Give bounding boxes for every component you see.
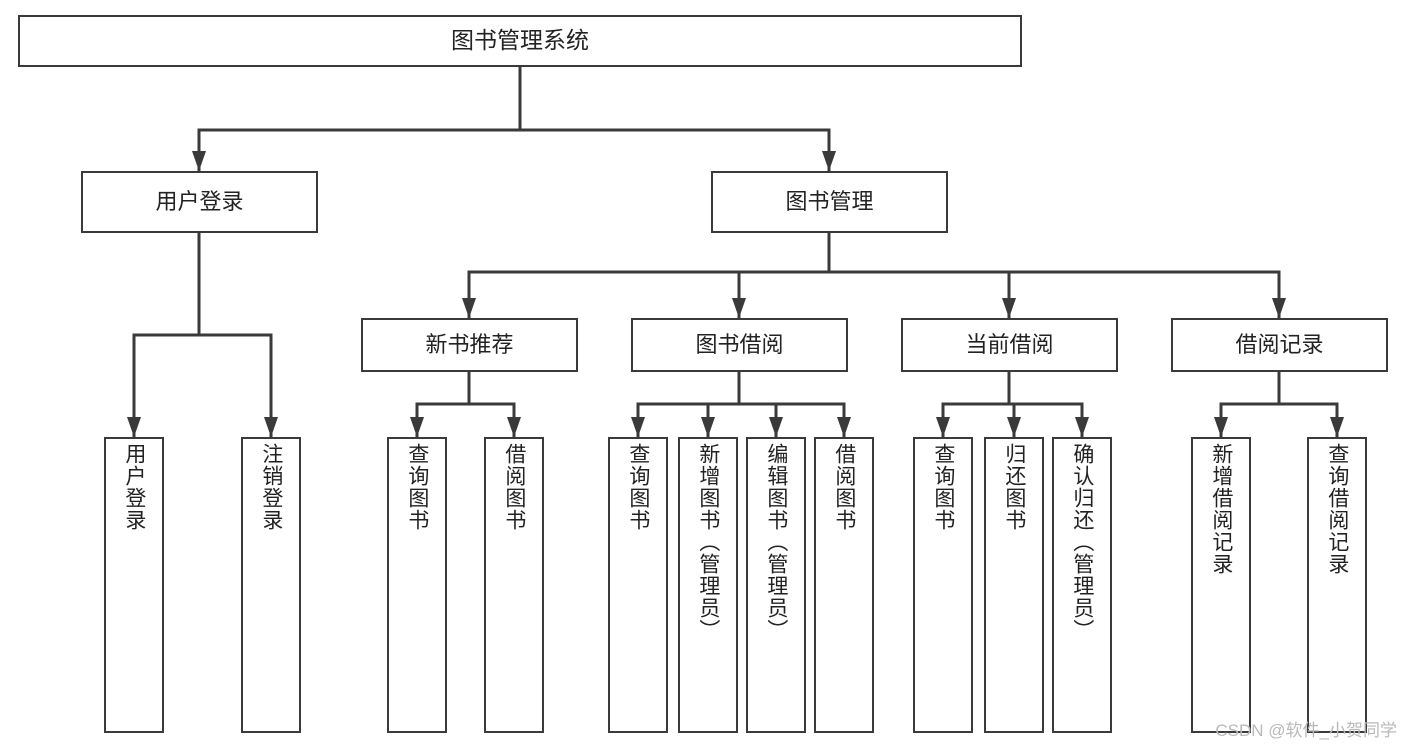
node-label: 新增借阅记录 (1209, 443, 1233, 575)
arrowhead-borrow-split-3 (837, 417, 851, 437)
node-leaf-bor-borrow[interactable]: 借阅图书 (814, 437, 874, 733)
node-leaf-new-query[interactable]: 查询图书 (387, 437, 447, 733)
arrowhead-bookmgmt-split-1 (732, 298, 746, 318)
node-label: 查询图书 (931, 443, 955, 531)
node-label: 新书推荐 (425, 331, 514, 357)
arrowhead-bookmgmt-split-0 (462, 298, 476, 318)
node-label: 用户登录 (122, 443, 146, 531)
node-leaf-bor-add[interactable]: 新增图书（管理员） (678, 437, 738, 733)
node-leaf-bor-edit[interactable]: 编辑图书（管理员） (746, 437, 806, 733)
node-leaf-rec-add[interactable]: 新增借阅记录 (1191, 437, 1251, 733)
arrowhead-records-split-0 (1214, 417, 1228, 437)
node-label: 注销登录 (259, 443, 283, 531)
arrowhead-bookmgmt-split-2 (1002, 298, 1016, 318)
node-newbook[interactable]: 新书推荐 (361, 318, 578, 372)
node-borrow[interactable]: 图书借阅 (631, 318, 848, 372)
arrowhead-current-split-1 (1007, 417, 1021, 437)
node-leaf-user-logout[interactable]: 注销登录 (241, 437, 301, 733)
node-leaf-cur-return[interactable]: 归还图书 (984, 437, 1044, 733)
node-label: 借阅图书 (502, 443, 526, 531)
arrowhead-borrow-split-2 (769, 417, 783, 437)
node-label: 借阅图书 (832, 443, 856, 531)
node-label: 图书管理 (785, 188, 874, 214)
arrowhead-borrow-split-1 (701, 417, 715, 437)
node-label: 图书管理系统 (451, 27, 589, 54)
arrowhead-root-split-1 (822, 151, 836, 171)
arrowhead-newbook-split-1 (507, 417, 521, 437)
node-leaf-cur-query[interactable]: 查询图书 (913, 437, 973, 733)
arrowhead-login-split-0 (127, 417, 141, 437)
node-leaf-bor-query[interactable]: 查询图书 (608, 437, 668, 733)
arrowhead-borrow-split-0 (631, 417, 645, 437)
csdn-watermark: CSDN @软件_小贺同学 (1215, 721, 1397, 740)
node-label: 新增图书（管理员） (696, 443, 720, 641)
node-label: 用户登录 (155, 188, 244, 214)
node-label: 查询图书 (405, 443, 429, 531)
node-label: 借阅记录 (1235, 331, 1324, 357)
node-login[interactable]: 用户登录 (81, 171, 318, 233)
arrowhead-root-split-0 (192, 151, 206, 171)
node-leaf-rec-query[interactable]: 查询借阅记录 (1307, 437, 1367, 733)
node-leaf-cur-confirm[interactable]: 确认归还（管理员） (1052, 437, 1112, 733)
node-current[interactable]: 当前借阅 (901, 318, 1118, 372)
node-bookmgmt[interactable]: 图书管理 (711, 171, 948, 233)
node-leaf-user-login[interactable]: 用户登录 (104, 437, 164, 733)
node-label: 图书借阅 (695, 331, 784, 357)
node-label: 确认归还（管理员） (1070, 443, 1094, 641)
node-label: 查询借阅记录 (1325, 443, 1349, 575)
node-root[interactable]: 图书管理系统 (18, 15, 1022, 67)
node-label: 编辑图书（管理员） (764, 443, 788, 641)
node-leaf-new-borrow[interactable]: 借阅图书 (484, 437, 544, 733)
node-records[interactable]: 借阅记录 (1171, 318, 1388, 372)
arrowhead-records-split-1 (1330, 417, 1344, 437)
arrowhead-login-split-1 (264, 417, 278, 437)
arrowhead-bookmgmt-split-3 (1272, 298, 1286, 318)
arrowhead-newbook-split-0 (410, 417, 424, 437)
arrowhead-current-split-0 (936, 417, 950, 437)
arrowhead-current-split-2 (1075, 417, 1089, 437)
node-label: 查询图书 (626, 443, 650, 531)
node-label: 归还图书 (1002, 443, 1026, 531)
node-label: 当前借阅 (965, 331, 1054, 357)
